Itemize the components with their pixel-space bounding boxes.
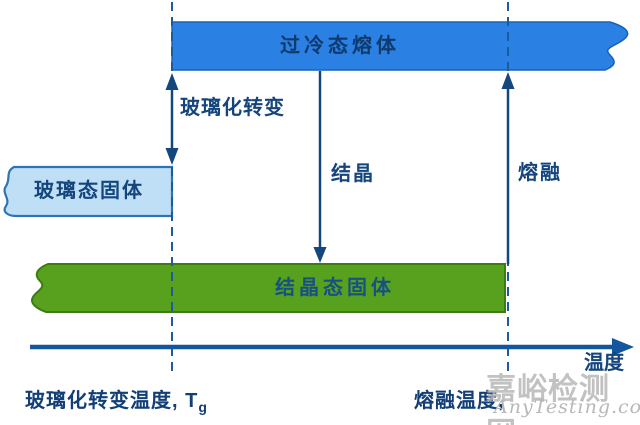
tg-text: 玻璃化转变温度, T bbox=[25, 390, 199, 412]
crystalline-solid-label: 结晶态固体 bbox=[275, 277, 395, 299]
glassy-solid-label: 玻璃态固体 bbox=[34, 180, 144, 202]
glass-transition-arrow bbox=[165, 73, 179, 165]
melting-arrow bbox=[501, 72, 515, 264]
crystallization-label: 结晶 bbox=[331, 163, 375, 185]
glassy-solid-bar bbox=[3, 165, 174, 218]
crystalline-solid-bar bbox=[31, 263, 506, 313]
melting-label: 熔融 bbox=[518, 162, 562, 184]
temperature-axis bbox=[30, 338, 634, 356]
watermark-site-name: 嘉峪检测网 bbox=[486, 373, 610, 425]
melting-temperature-annotation: 熔融温度, bbox=[414, 390, 505, 412]
tg-subscript: g bbox=[198, 399, 208, 415]
axis-arrowhead bbox=[612, 338, 634, 356]
watermark-site-url: AnyTesting.com bbox=[494, 396, 640, 418]
supercooled-melt-label: 过冷态熔体 bbox=[280, 35, 400, 57]
glass-transition-temperature-annotation: 玻璃化转变温度, Tg bbox=[25, 390, 208, 415]
glass-transition-label: 玻璃化转变 bbox=[180, 97, 285, 119]
supercooled-melt-bar bbox=[171, 21, 629, 71]
temperature-axis-label: 温度 bbox=[584, 352, 624, 374]
crystallization-arrow bbox=[313, 71, 327, 263]
